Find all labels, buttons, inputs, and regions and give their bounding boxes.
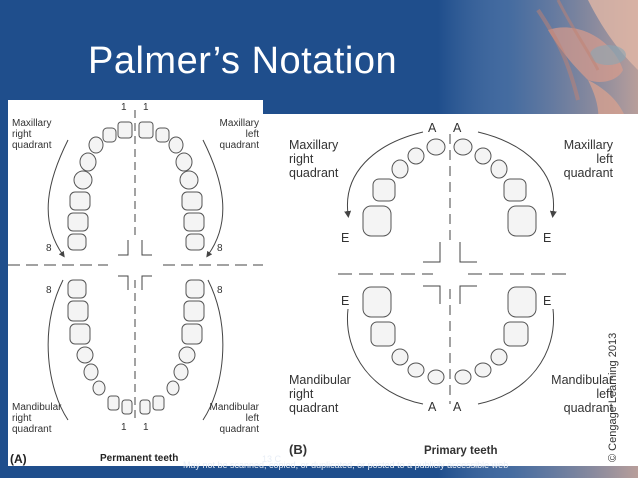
tooth-number-label: 8 <box>46 285 52 296</box>
copyright-notice: © Cengage Learning 2013 <box>607 332 619 462</box>
tooth-number-label: 8 <box>217 285 223 296</box>
mandibular-right-quadrant-label: Mandibular right quadrant <box>289 373 351 415</box>
tooth-letter-label: E <box>543 294 552 308</box>
tooth-number-label: 1 <box>143 422 149 433</box>
permanent-teeth-diagram: 1 1 1 1 8 8 8 8 Maxillary right quadrant… <box>8 100 263 466</box>
tooth-number-label: 1 <box>143 102 149 113</box>
tooth-number-label: 1 <box>121 422 127 433</box>
footer-copyright-fragment: 13 C <box>262 454 282 464</box>
tooth-number-label: 1 <box>121 102 127 113</box>
maxillary-right-quadrant-label: Maxillary right quadrant <box>12 118 52 151</box>
footer-disclaimer: May not be scanned, copied, or duplicate… <box>183 460 509 470</box>
tooth-letter-label: A <box>428 400 437 414</box>
maxillary-left-quadrant-label: Maxillary left quadrant <box>219 118 259 151</box>
mandibular-left-quadrant-label: Mandibular left quadrant <box>209 402 259 435</box>
mandibular-right-quadrant-label: Mandibular right quadrant <box>12 402 62 435</box>
mandibular-left-quadrant-label: Mandibular left quadrant <box>551 373 613 415</box>
tooth-letter-label: A <box>428 121 437 135</box>
panel-b-label: (B) <box>289 442 308 457</box>
tooth-number-label: 8 <box>46 243 52 254</box>
panel-a-label: (A) <box>10 452 27 466</box>
slide-title: Palmer’s Notation <box>88 40 398 82</box>
primary-teeth-diagram: A A A A E E E E Maxillary right quadrant… <box>263 114 638 466</box>
tooth-letter-label: A <box>453 121 462 135</box>
tooth-number-label: 8 <box>217 243 223 254</box>
tooth-letter-label: E <box>341 231 350 245</box>
permanent-teeth-caption: Permanent teeth <box>100 453 179 464</box>
tooth-letter-label: E <box>543 231 552 245</box>
tooth-letter-label: E <box>341 294 350 308</box>
primary-teeth-caption: Primary teeth <box>424 445 498 457</box>
maxillary-right-quadrant-label: Maxillary right quadrant <box>289 138 339 180</box>
primary-teeth-chart <box>338 131 568 405</box>
tooth-letter-label: A <box>453 400 462 414</box>
maxillary-left-quadrant-label: Maxillary left quadrant <box>563 138 613 180</box>
permanent-teeth-chart <box>8 110 263 421</box>
